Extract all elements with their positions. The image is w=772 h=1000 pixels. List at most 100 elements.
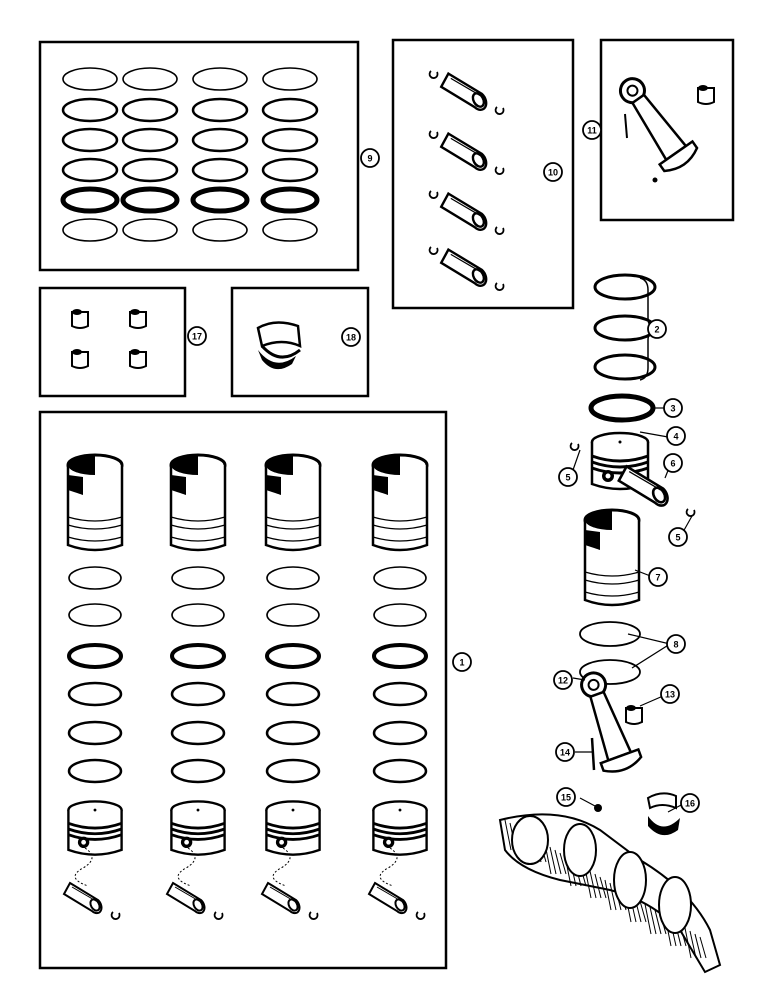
ring [373, 603, 427, 627]
ring [265, 681, 321, 707]
callout-number: 16 [685, 799, 695, 809]
callout-5: 5 [668, 527, 688, 547]
ring-stack-2 [593, 273, 657, 381]
ring [266, 566, 320, 590]
ring [67, 758, 123, 784]
crankshaft [498, 813, 722, 974]
cylinder-sleeve [371, 453, 429, 552]
callout-number: 1 [459, 658, 464, 668]
cylinder-sleeve [169, 453, 227, 552]
bearing-panel [230, 286, 370, 398]
ring [62, 67, 118, 91]
ring [372, 681, 428, 707]
ring [171, 566, 225, 590]
ring [61, 127, 119, 153]
sleeve-kit-panel [38, 410, 448, 970]
callout-9: 9 [360, 148, 380, 168]
ring [266, 603, 320, 627]
callout-18: 18 [341, 327, 361, 347]
ring [61, 97, 119, 123]
ring [61, 157, 119, 183]
callout-number: 8 [673, 640, 678, 650]
ring [170, 643, 226, 669]
callout-11: 11 [582, 120, 602, 140]
ring [373, 566, 427, 590]
ring [192, 218, 248, 242]
ring [67, 720, 123, 746]
callout-number: 18 [346, 333, 356, 343]
ring [261, 157, 319, 183]
callout-6: 6 [663, 453, 683, 473]
callout-13: 13 [660, 684, 680, 704]
callout-5: 5 [558, 467, 578, 487]
piston [371, 800, 429, 857]
ring [262, 67, 318, 91]
callout-number: 11 [587, 126, 597, 136]
snap-ring-5b [685, 508, 696, 517]
piston [66, 800, 124, 857]
ring [121, 157, 179, 183]
ring [170, 758, 226, 784]
ring [192, 67, 248, 91]
callout-3: 3 [663, 398, 683, 418]
ring [265, 643, 321, 669]
callout-12: 12 [553, 670, 573, 690]
ring [260, 186, 320, 214]
ring-set-panel [38, 40, 360, 272]
callout-number: 4 [673, 432, 678, 442]
callout-number: 2 [654, 325, 659, 335]
callout-1: 1 [452, 652, 472, 672]
connecting-rod-image [618, 77, 699, 173]
callout-number: 14 [560, 748, 570, 758]
ring [372, 720, 428, 746]
callout-number: 15 [561, 793, 571, 803]
connecting-rod-panel [599, 38, 735, 222]
nut-15 [594, 804, 602, 812]
ring [170, 720, 226, 746]
callout-number: 7 [655, 573, 660, 583]
cylinder-sleeve [66, 453, 124, 552]
ring [171, 603, 225, 627]
callout-17: 17 [187, 326, 207, 346]
callout-number: 13 [665, 690, 675, 700]
callout-number: 17 [192, 332, 202, 342]
callout-10: 10 [543, 162, 563, 182]
bushing-set-panel [38, 286, 187, 398]
callout-7: 7 [648, 567, 668, 587]
snap-ring-5a [569, 442, 580, 451]
ring [261, 127, 319, 153]
ring [261, 97, 319, 123]
bushing-13 [625, 704, 643, 725]
ring [265, 758, 321, 784]
ring [170, 681, 226, 707]
callout-number: 3 [670, 404, 675, 414]
ring [265, 720, 321, 746]
cylinder-sleeve [264, 453, 322, 552]
ring [120, 186, 180, 214]
ring [122, 218, 178, 242]
ring [68, 566, 122, 590]
ring [190, 186, 250, 214]
bolt-14 [590, 737, 596, 771]
ring [121, 127, 179, 153]
callout-8: 8 [666, 634, 686, 654]
bearing-shell-image [256, 321, 302, 370]
ring [62, 218, 118, 242]
ring [67, 681, 123, 707]
bearing-16 [646, 792, 680, 836]
piston [169, 800, 227, 857]
callout-number: 9 [367, 154, 372, 164]
ring [121, 97, 179, 123]
ring [68, 603, 122, 627]
callout-number: 6 [670, 459, 675, 469]
callout-14: 14 [555, 742, 575, 762]
ring [122, 67, 178, 91]
ring [191, 157, 249, 183]
callout-16: 16 [680, 793, 700, 813]
ring [67, 643, 123, 669]
exploded-assembly [498, 273, 722, 974]
piston-pin-set-panel [391, 38, 575, 310]
ring [191, 127, 249, 153]
callout-2: 2 [647, 319, 667, 339]
